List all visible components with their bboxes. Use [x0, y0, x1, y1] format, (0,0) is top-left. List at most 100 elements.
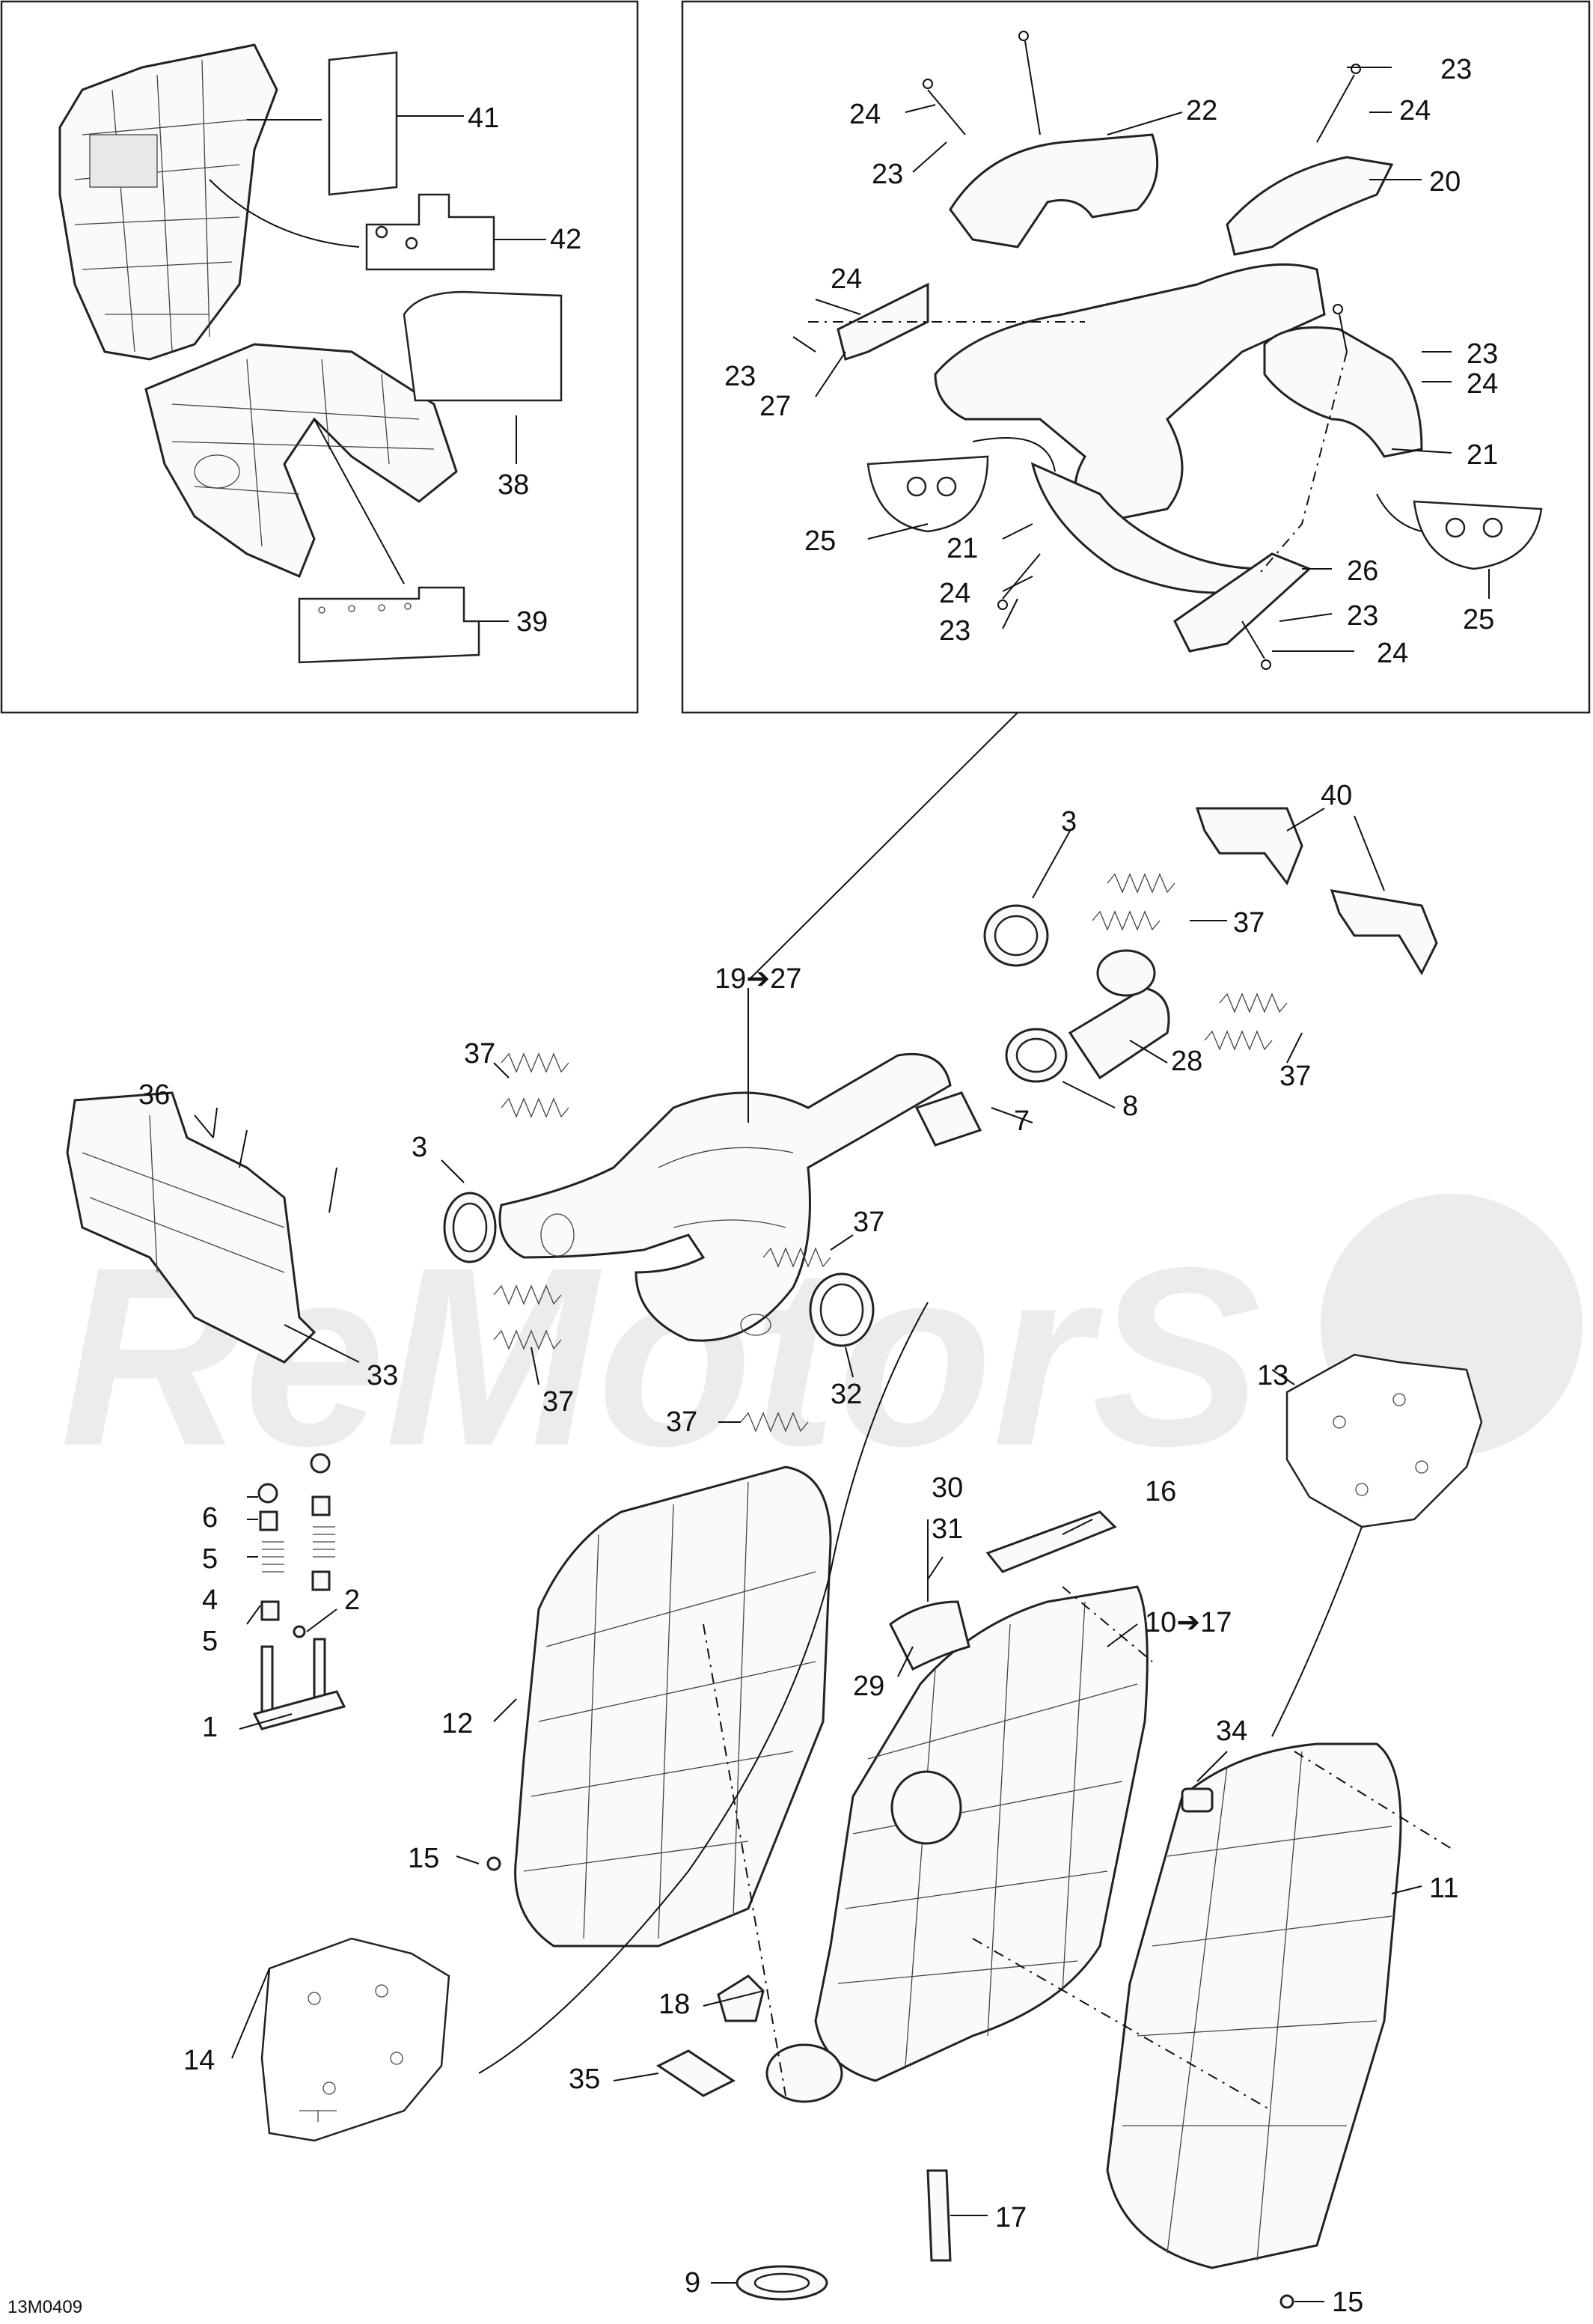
callout-20: 20 — [1429, 166, 1461, 198]
callout-14: 14 — [183, 2045, 215, 2076]
gasket-14 — [260, 1937, 450, 2142]
callout-9: 9 — [685, 2267, 700, 2299]
mount-assembly — [252, 1453, 346, 1730]
callout-37-right: 37 — [1279, 1061, 1311, 1092]
callout-36: 36 — [138, 1079, 170, 1111]
sleeve-7 — [914, 1091, 982, 1147]
callout-33: 33 — [367, 1360, 398, 1391]
nut-15 — [486, 1856, 501, 1871]
callout-10-17: 10➔17 — [1145, 1607, 1232, 1638]
callout-22: 22 — [1186, 95, 1217, 126]
bracket-40-bottom — [1330, 889, 1438, 976]
callout-23-a: 23 — [1440, 54, 1472, 85]
pipe-28 — [1068, 986, 1170, 1080]
callout-11: 11 — [1429, 1873, 1458, 1904]
callout-42: 42 — [550, 224, 581, 255]
callout-40: 40 — [1321, 780, 1352, 811]
callout-19-27: 19➔27 — [715, 963, 801, 995]
callout-4: 4 — [202, 1585, 218, 1616]
callout-37-center: 37 — [853, 1207, 884, 1238]
exhaust-pipe-inset — [934, 263, 1326, 525]
callout-24-a: 24 — [1399, 95, 1431, 126]
heat-shield-33 — [66, 1091, 317, 1364]
callout-23-d: 23 — [1467, 338, 1498, 370]
lower-body-frame — [144, 343, 458, 578]
heat-shield-21-right — [1263, 326, 1423, 458]
callout-28: 28 — [1171, 1046, 1202, 1077]
callout-16: 16 — [1145, 1476, 1176, 1507]
callout-34: 34 — [1216, 1715, 1247, 1747]
heat-shield-26 — [1173, 552, 1312, 653]
callout-31: 31 — [932, 1513, 963, 1545]
bracket-35 — [656, 2049, 736, 2097]
main-assembly: 19➔27 7 8 28 3 37 37 40 3 36 33 37 37 37… — [66, 780, 1483, 2318]
outlet-port — [890, 1770, 962, 1845]
callout-5-bottom: 5 — [202, 1626, 218, 1657]
callout-35: 35 — [569, 2064, 600, 2095]
callout-32: 32 — [831, 1379, 862, 1410]
front-body-panel — [58, 43, 278, 361]
decal-41 — [328, 51, 398, 196]
callout-24-e: 24 — [939, 578, 970, 609]
muffler-cover-11 — [1106, 1742, 1402, 2269]
bumper-34 — [1181, 1787, 1214, 1813]
diagram-code: 13M0409 — [7, 2297, 82, 2317]
callout-29: 29 — [853, 1671, 884, 1702]
headpipe-assembly — [498, 1052, 952, 1342]
outlet-stub — [765, 2043, 843, 2103]
callout-24-f: 24 — [1377, 638, 1408, 669]
callout-25-a: 25 — [804, 525, 836, 557]
callout-38: 38 — [498, 469, 529, 501]
callout-24-d: 24 — [1467, 368, 1498, 400]
heat-shield-22 — [949, 133, 1159, 248]
callout-23-b: 23 — [872, 159, 903, 190]
callout-26: 26 — [1347, 555, 1378, 587]
callout-37-left-bottom: 37 — [542, 1386, 574, 1418]
decal-39 — [298, 586, 480, 664]
callout-3-right: 3 — [1061, 806, 1077, 838]
grommet-18 — [717, 1974, 765, 2022]
decal-17 — [926, 2169, 952, 2262]
callout-5-top: 5 — [202, 1543, 218, 1575]
callout-8: 8 — [1122, 1091, 1138, 1122]
callout-3-left: 3 — [412, 1132, 427, 1163]
callout-6: 6 — [202, 1502, 218, 1534]
callout-21-a: 21 — [1467, 439, 1498, 471]
gasket-13 — [1285, 1353, 1483, 1528]
callout-30: 30 — [932, 1472, 963, 1504]
clamp-upper — [1096, 949, 1156, 997]
callout-37-lower: 37 — [666, 1406, 697, 1438]
callout-27: 27 — [759, 391, 791, 422]
callout-41: 41 — [468, 103, 499, 134]
callout-21-b: 21 — [947, 533, 978, 564]
watermark: ReMotorS — [60, 1194, 1583, 1499]
callout-23-f: 23 — [1347, 600, 1378, 632]
decal-38 — [403, 290, 563, 402]
inset-frame-left — [0, 0, 639, 714]
left-inset: 41 42 38 39 — [58, 43, 581, 664]
callout-18: 18 — [658, 1989, 690, 2020]
callout-1: 1 — [202, 1712, 218, 1743]
springs-37 — [493, 873, 1288, 1433]
callout-37-left-top: 37 — [464, 1038, 495, 1070]
callout-24-c: 24 — [831, 263, 862, 295]
callout-15-left: 15 — [408, 1843, 439, 1874]
bracket-40-top — [1195, 807, 1303, 886]
muffler-10 — [814, 1585, 1149, 2082]
muffler-cover-12 — [514, 1466, 832, 1948]
callout-23-c: 23 — [724, 361, 756, 392]
callout-7: 7 — [1014, 1105, 1030, 1137]
callout-39: 39 — [516, 606, 548, 638]
right-inset: 22 20 23 24 24 23 24 23 27 23 24 21 25 2… — [724, 31, 1543, 670]
callout-23-e: 23 — [939, 615, 970, 647]
gasket-25-left — [866, 455, 989, 533]
callout-12: 12 — [441, 1708, 473, 1739]
heat-shield-20 — [1226, 156, 1394, 256]
callout-15-right: 15 — [1332, 2287, 1363, 2318]
inset-leader — [747, 712, 1018, 981]
decal-42 — [365, 193, 495, 271]
inset-frame-right — [681, 0, 1591, 714]
callout-25-b: 25 — [1463, 604, 1494, 635]
callout-2: 2 — [344, 1585, 360, 1616]
